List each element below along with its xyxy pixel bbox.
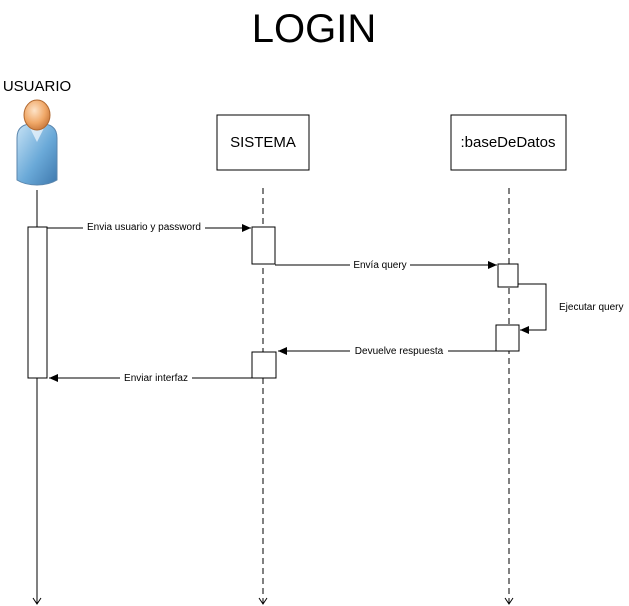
message-envia-query: Envía query (275, 258, 497, 271)
actor-name: USUARIO (3, 78, 71, 95)
person-icon (16, 99, 58, 186)
participant-label-basededatos: :baseDeDatos (460, 134, 555, 151)
lifeline-sistema (258, 188, 268, 605)
message-devuelve-respuesta: Devuelve respuesta (278, 344, 496, 357)
message-label: Enviar interfaz (124, 373, 188, 384)
message-label: Envía query (353, 260, 406, 271)
participant-box-basededatos (450, 114, 567, 171)
participant-label-sistema: SISTEMA (230, 134, 296, 151)
message-label: Envia usuario y password (87, 222, 201, 233)
message-enviar-interfaz: Enviar interfaz (49, 371, 252, 384)
message-label: Devuelve respuesta (355, 346, 444, 357)
diagram-title: LOGIN (252, 7, 376, 51)
activation-sistema-2 (251, 351, 277, 379)
participant-box-sistema (216, 114, 310, 171)
activation-sistema-1 (251, 226, 276, 265)
activation-usuario (27, 226, 48, 379)
lifeline-basededatos (504, 188, 514, 605)
activation-basededatos-2 (495, 324, 520, 352)
activation-basededatos-1 (497, 263, 519, 288)
message-ejecutar-query: Ejecutar query (518, 283, 623, 334)
message-label: Ejecutar query (559, 302, 623, 313)
message-envia-usuario: Envia usuario y password (47, 221, 251, 233)
